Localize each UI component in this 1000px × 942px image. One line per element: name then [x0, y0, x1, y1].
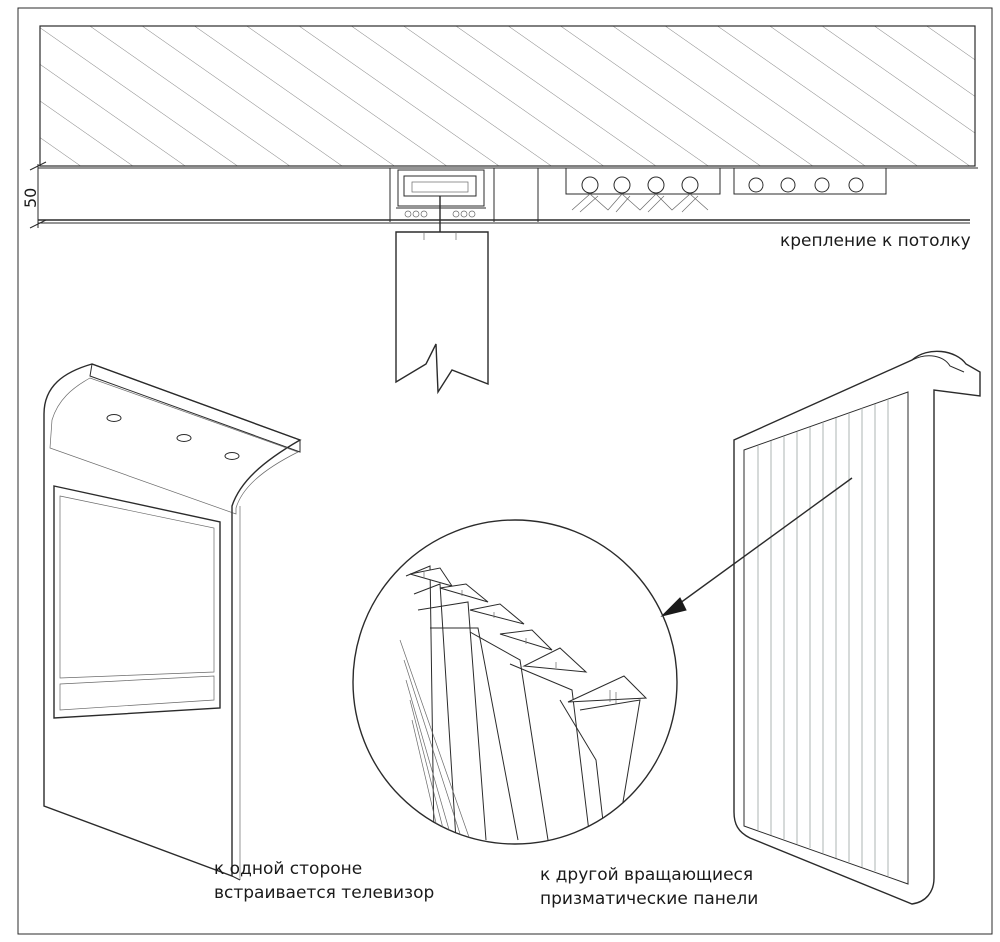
frame-border [17, 7, 993, 935]
prism-side-caption-line2: призматические панели [540, 889, 758, 909]
dimension-label: 50 [21, 188, 40, 208]
dimension-mark [29, 161, 47, 229]
ceiling-gap-layer [37, 166, 978, 226]
magnified-detail [352, 519, 678, 845]
tv-side-panel [43, 363, 302, 881]
ceiling-track-profile [396, 169, 486, 232]
tv-side-caption-line1: к одной стороне [214, 859, 362, 879]
light-fixture-2 [733, 167, 887, 195]
prism-side-caption-line1: к другой вращающиеся [540, 865, 753, 885]
built-in-tv [53, 485, 221, 719]
ceiling-slab [39, 25, 976, 167]
hanging-panel-section [395, 231, 489, 395]
tv-side-caption-line2: встраивается телевизор [214, 883, 434, 903]
light-fixture-1 [565, 167, 721, 213]
detail-arrow [660, 477, 853, 617]
ceiling-mount-label: крепление к потолку [780, 231, 971, 251]
prismatic-side-panel [733, 350, 981, 905]
